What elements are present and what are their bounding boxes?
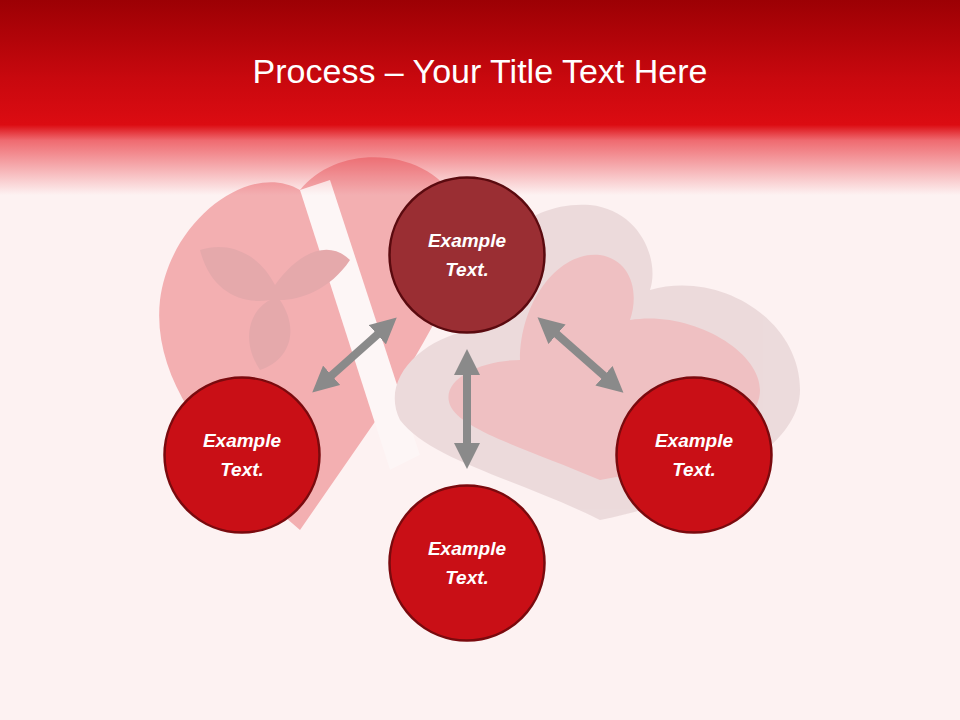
double-arrow (547, 326, 613, 385)
process-circle: Example Text. (163, 376, 321, 534)
node-text: Example Text. (639, 426, 749, 484)
node-text: Example Text. (412, 226, 522, 284)
slide-title: Process – Your Title Text Here (0, 52, 960, 91)
circle-shape (390, 178, 545, 333)
circle-outline (388, 176, 546, 334)
header-band (0, 0, 960, 195)
process-circle: Example Text. (388, 176, 546, 334)
circle-outline (388, 484, 546, 642)
double-arrow (463, 362, 471, 456)
circle-outline (615, 376, 773, 534)
circle-outline (163, 376, 321, 534)
double-arrow (322, 326, 387, 384)
circle-shape (165, 378, 320, 533)
process-circle: Example Text. (615, 376, 773, 534)
node-text: Example Text. (412, 534, 522, 592)
heart-gift-box (159, 157, 800, 530)
circle-shape (617, 378, 772, 533)
node-text: Example Text. (187, 426, 297, 484)
process-circle: Example Text. (388, 484, 546, 642)
circle-shape (390, 486, 545, 641)
